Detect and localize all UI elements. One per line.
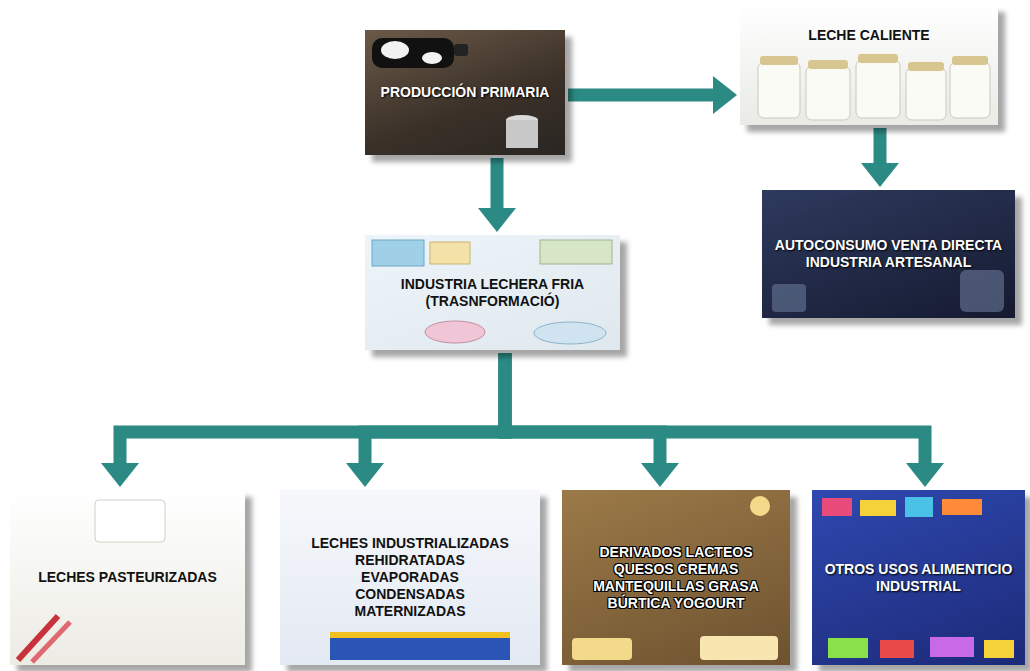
cheese — [700, 636, 778, 660]
glass — [95, 500, 165, 542]
jar — [856, 60, 900, 118]
product — [930, 637, 974, 657]
products-illustration — [822, 497, 1014, 658]
flow-arrow — [505, 353, 660, 463]
product — [984, 640, 1014, 658]
product — [860, 500, 896, 516]
flow-arrow — [874, 128, 887, 163]
product — [905, 497, 933, 517]
node-label: AUTOCONSUMO VENTA DIRECTA INDUSTRIA ARTE… — [770, 237, 1007, 271]
product-box: DERIVADOS LACTEOS QUESOS CREMAS MANTEQUI… — [562, 490, 790, 665]
package-band — [330, 632, 510, 638]
process-box: LECHE CALIENTE — [740, 5, 998, 125]
flow-arrow — [568, 89, 713, 102]
flow-arrow — [505, 353, 925, 463]
cartons-illustration — [372, 240, 612, 344]
glass — [772, 284, 806, 312]
product — [828, 638, 868, 658]
jug — [960, 270, 1004, 312]
jar-lid — [908, 62, 944, 71]
product — [942, 499, 982, 515]
product-box: OTROS USOS ALIMENTICIO INDUSTRIAL — [812, 490, 1025, 665]
product — [880, 640, 914, 658]
package-illustration — [330, 632, 510, 660]
milk-can — [506, 120, 538, 148]
jar — [906, 68, 946, 120]
package — [330, 632, 510, 660]
node-label: LECHES INDUSTRIALIZADAS REHIDRATADAS EVA… — [309, 535, 511, 620]
node-label: DERIVADOS LACTEOS QUESOS CREMAS MANTEQUI… — [581, 544, 771, 612]
flow-arrow — [120, 353, 505, 463]
product — [822, 498, 852, 516]
cow-tail — [454, 44, 468, 56]
jar-lid — [858, 54, 898, 63]
flow-arrow — [365, 353, 505, 463]
product-box: LECHES PASTEURIZADAS — [10, 490, 245, 665]
cow-body — [372, 38, 454, 68]
carton — [430, 242, 470, 264]
straw — [18, 616, 58, 660]
process-box: PRODUCCIÓN PRIMARIA — [365, 30, 565, 155]
jar — [950, 62, 990, 118]
carton — [540, 240, 612, 264]
cheese — [572, 638, 632, 660]
process-box: INDUSTRIA LECHERA FRIA (TRASNFORMACIÓ) — [365, 235, 620, 350]
jar-lid — [952, 56, 988, 65]
node-label: PRODUCCIÓN PRIMARIA — [381, 84, 550, 101]
milk-can-top — [506, 115, 538, 125]
carton — [372, 240, 424, 266]
node-label: LECHE CALIENTE — [808, 27, 929, 44]
straw — [32, 622, 70, 662]
jar-lid — [808, 60, 848, 69]
cheese — [750, 496, 770, 516]
jar — [806, 66, 850, 120]
jug-illustration — [772, 270, 1004, 312]
jar-lid — [760, 56, 798, 65]
flow-arrow — [491, 158, 504, 208]
tub — [425, 321, 485, 343]
cow-patch — [422, 52, 442, 64]
cow-patch — [381, 41, 409, 59]
tub — [534, 322, 606, 344]
milk-glass-illustration — [18, 500, 165, 662]
node-label: LECHES PASTEURIZADAS — [38, 569, 217, 586]
product-box: LECHES INDUSTRIALIZADAS REHIDRATADAS EVA… — [280, 490, 540, 665]
jar — [758, 62, 800, 118]
node-label: INDUSTRIA LECHERA FRIA (TRASNFORMACIÓ) — [373, 276, 612, 310]
jars-illustration — [758, 54, 990, 120]
process-box: AUTOCONSUMO VENTA DIRECTA INDUSTRIA ARTE… — [762, 190, 1015, 318]
cheese-illustration — [572, 496, 778, 660]
cow-illustration — [372, 38, 538, 148]
node-label: OTROS USOS ALIMENTICIO INDUSTRIAL — [820, 561, 1017, 595]
